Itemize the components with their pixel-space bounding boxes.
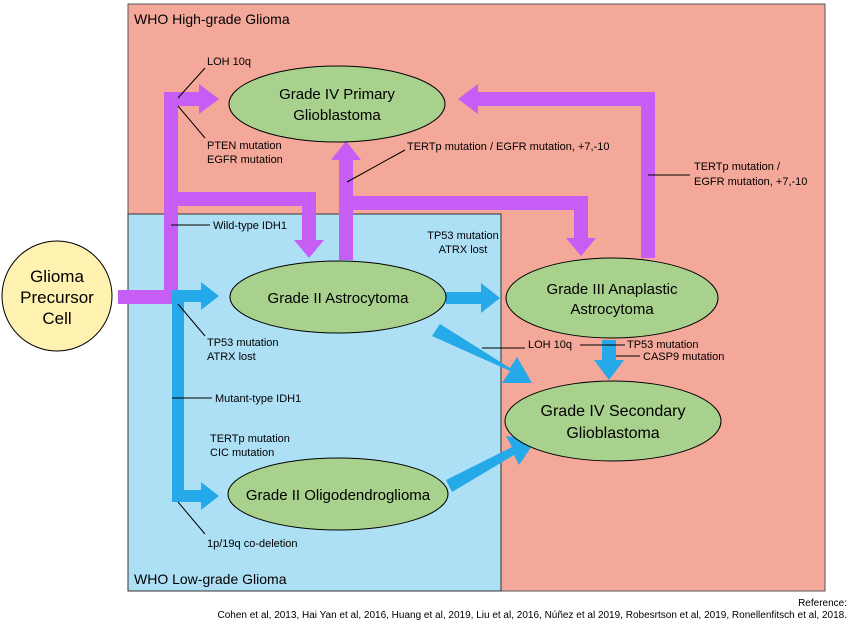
node-gbm-primary: Grade IV Primary Glioblastoma [228, 65, 446, 143]
label-cic: CIC mutation [210, 447, 274, 459]
label-wildtype-idh1: Wild-type IDH1 [213, 220, 287, 232]
mutant-idh1-pathway [172, 282, 624, 510]
node-glioma-precursor: Glioma Precursor Cell [1, 240, 113, 352]
node-label: Grade II Astrocytoma [268, 290, 410, 307]
node-label: Glioblastoma [293, 107, 381, 124]
leader-lines [171, 67, 690, 535]
node-astrocytoma-grade2: Grade II Astrocytoma [229, 260, 447, 334]
trunk-to-astro-arrowhead [294, 240, 324, 258]
node-label: Grade II Oligodendroglioma [246, 487, 431, 504]
label-mutant-idh1: Mutant-type IDH1 [215, 393, 301, 405]
trunk-to-primary-arrowhead [199, 84, 219, 114]
node-label: Glioblastoma [566, 425, 659, 442]
to-astro2-arrowhead [201, 282, 219, 310]
to-oligo-arrowhead [201, 482, 219, 510]
astro-to-astro3-arrowhead [566, 238, 596, 256]
label-tp53-left: TP53 mutation [207, 337, 279, 349]
to-oligo-shaft [172, 490, 204, 502]
astro-to-astro3-vertical [574, 196, 588, 240]
mutation-labels: LOH 10q PTEN mutation EGFR mutation TERT… [207, 56, 807, 550]
astro3-to-primary-horizontal [475, 92, 655, 106]
label-casp9: CASP9 mutation [643, 351, 724, 363]
label-tertp-egfr-mid: TERTp mutation / EGFR mutation, +7,-10 [407, 141, 609, 153]
to-astro2-shaft [172, 290, 204, 302]
astro3-to-gbm-secondary-arrowhead [594, 360, 624, 380]
label-pten: PTEN mutation [207, 140, 282, 152]
trunk-to-astro-vertical [302, 192, 316, 242]
node-label: Grade IV Secondary [541, 403, 686, 420]
node-label: Grade IV Primary [279, 86, 395, 103]
label-egfr-right: EGFR mutation, +7,-10 [694, 176, 807, 188]
astro2-to-gbm-secondary-arrow [432, 324, 532, 383]
node-label: Glioma [30, 267, 84, 286]
label-loh10q-mid: LOH 10q [528, 339, 572, 351]
reference-heading: Reference: [798, 598, 847, 609]
astro2-to-astro3-arrowhead [481, 283, 500, 313]
reference-citations: Cohen et al, 2013, Hai Yan et al, 2016, … [217, 610, 847, 621]
label-codeletion: 1p/19q co-deletion [207, 538, 298, 550]
astro2-to-astro3-shaft [446, 292, 484, 304]
reference-block: Reference: Cohen et al, 2013, Hai Yan et… [217, 598, 847, 622]
astro-to-primary-arrowhead [331, 141, 361, 160]
oligo-to-gbm-secondary-arrow [446, 436, 536, 492]
label-atrx-top: ATRX lost [439, 244, 488, 256]
label-egfr: EGFR mutation [207, 154, 283, 166]
label-tertp-oligo: TERTp mutation [210, 433, 290, 445]
trunk-to-primary-shaft [164, 92, 202, 106]
node-label: Cell [42, 309, 71, 328]
node-label: Grade III Anaplastic [547, 281, 678, 298]
label-tp53-right: TP53 mutation [627, 339, 699, 351]
node-anaplastic-astrocytoma-grade3: Grade III Anaplastic Astrocytoma [505, 257, 719, 339]
node-label: Precursor [20, 288, 94, 307]
astro3-to-gbm-secondary-shaft [602, 340, 616, 362]
label-tertp-right: TERTp mutation / [694, 161, 781, 173]
label-atrx-left: ATRX lost [207, 351, 256, 363]
label-tp53-top: TP53 mutation [427, 230, 499, 242]
low-grade-label: WHO Low-grade Glioma [134, 571, 287, 587]
node-label: Astrocytoma [570, 301, 654, 318]
high-grade-label: WHO High-grade Glioma [134, 11, 290, 27]
precursor-to-astro-arrow-shaft [118, 290, 176, 304]
trunk-to-astro-horizontal [164, 192, 316, 206]
node-gbm-secondary: Grade IV Secondary Glioblastoma [504, 380, 722, 462]
astro3-to-primary-arrowhead [458, 84, 478, 114]
node-oligodendroglioma-grade2: Grade II Oligodendroglioma [227, 457, 449, 531]
mutant-trunk [172, 290, 184, 502]
label-loh10q-top: LOH 10q [207, 56, 251, 68]
astro-to-astro3-horizontal [339, 196, 588, 210]
